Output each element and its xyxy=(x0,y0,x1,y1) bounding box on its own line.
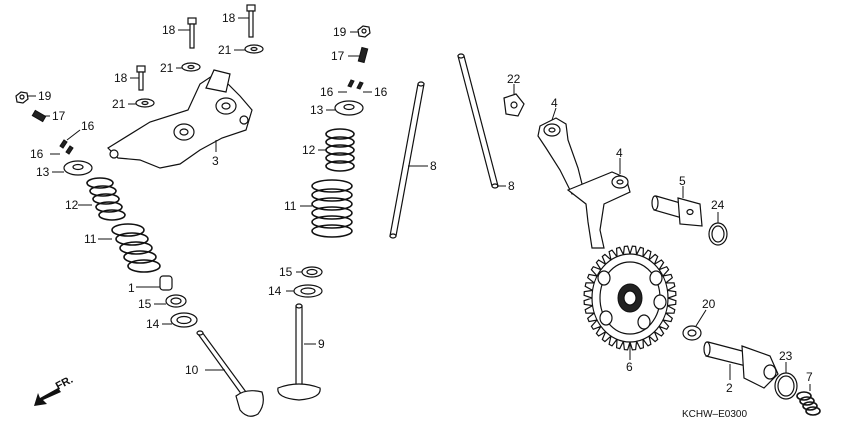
callout-retainer-13-right: 13 xyxy=(310,103,324,117)
rocker-arm-assembly xyxy=(107,69,253,169)
callout-cotter-16-right-b: 16 xyxy=(374,85,388,99)
callout-spring-7: 7 xyxy=(806,370,813,384)
adjuster-17-left xyxy=(31,109,50,123)
seat-15-left xyxy=(154,294,187,308)
callout-inner-spring-12-left: 12 xyxy=(65,198,79,212)
follower-shaft-5 xyxy=(651,186,703,227)
callout-washer-21-a: 21 xyxy=(160,61,174,75)
bolt-18-left xyxy=(130,65,146,91)
callout-outer-spring-11-left: 11 xyxy=(84,232,97,246)
callout-bolt-18-a: 18 xyxy=(162,23,176,37)
callout-seat-15-left: 15 xyxy=(138,297,152,311)
cotter-16-right xyxy=(338,79,372,93)
camshaft-gear-6 xyxy=(583,245,677,360)
callout-retainer-13-left: 13 xyxy=(36,165,50,179)
outer-spring-11-left xyxy=(98,223,161,273)
cotter-16-left xyxy=(50,129,81,155)
nut-19-right xyxy=(350,25,371,38)
spring-7 xyxy=(796,384,821,416)
nut-19-left xyxy=(15,91,36,104)
valve-10 xyxy=(196,330,264,417)
callout-inner-spring-12-right: 12 xyxy=(302,143,316,157)
callout-cotter-16-right-a: 16 xyxy=(320,85,334,99)
seat-15-right xyxy=(296,266,323,278)
callout-cam-follower-4-a: 4 xyxy=(551,96,558,110)
front-direction-arrow-icon xyxy=(34,388,61,406)
seat-14-right xyxy=(286,284,323,298)
callout-nut-19-right: 19 xyxy=(333,25,347,39)
callout-outer-spring-11-right: 11 xyxy=(284,199,297,213)
callout-follower-shaft-5: 5 xyxy=(679,174,686,188)
callout-clip-22: 22 xyxy=(507,72,521,86)
camshaft-2 xyxy=(703,341,779,389)
stem-seal-1 xyxy=(136,275,173,291)
callout-pushrod-8-b: 8 xyxy=(508,179,515,193)
pushrod-8-a xyxy=(389,81,428,239)
callout-washer-20: 20 xyxy=(702,297,716,311)
callout-cotter-16-left-b: 16 xyxy=(30,147,44,161)
washer-21-left xyxy=(128,98,155,108)
diagram-code: KCHW–E0300 xyxy=(682,409,747,420)
callout-o-ring-24: 24 xyxy=(711,198,725,212)
outer-spring-11-right xyxy=(300,179,353,238)
pushrod-8-b xyxy=(457,53,506,189)
callout-camshaft-gear-6: 6 xyxy=(626,360,633,374)
callout-cam-follower-4-b: 4 xyxy=(616,146,623,160)
callout-o-ring-23: 23 xyxy=(779,349,793,363)
callout-valve-10: 10 xyxy=(185,363,199,377)
callout-cotter-16-left-a: 16 xyxy=(81,119,95,133)
o-ring-24 xyxy=(708,212,728,246)
adjuster-17-right xyxy=(348,46,369,64)
cam-follower-4-a xyxy=(537,107,585,195)
inner-spring-12-left xyxy=(78,177,126,221)
callout-bolt-18-b: 18 xyxy=(222,11,236,25)
front-direction-label: FR. xyxy=(54,374,75,393)
cam-follower-4-b xyxy=(566,158,631,249)
callout-rocker-arm-3: 3 xyxy=(212,154,219,168)
bolt-18-a xyxy=(178,17,197,49)
callout-adjuster-17-left: 17 xyxy=(52,109,66,123)
o-ring-23 xyxy=(774,362,798,400)
callout-camshaft-2: 2 xyxy=(726,381,733,395)
callout-seat-14-right: 14 xyxy=(268,284,282,298)
callout-seat-15-right: 15 xyxy=(279,265,293,279)
inner-spring-12-right xyxy=(318,128,355,172)
callout-valve-9: 9 xyxy=(318,337,325,351)
bolt-18-b xyxy=(238,4,256,38)
callout-pushrod-8-a: 8 xyxy=(430,159,437,173)
washer-21-a xyxy=(176,62,201,72)
washer-21-b xyxy=(234,44,264,54)
seat-14-left xyxy=(162,312,198,328)
callout-adjuster-17-right: 17 xyxy=(331,49,345,63)
callout-bolt-18-left: 18 xyxy=(114,71,128,85)
callout-seat-14-left: 14 xyxy=(146,317,160,331)
clip-22 xyxy=(503,84,525,117)
retainer-13-right xyxy=(326,100,364,116)
callout-stem-seal-1: 1 xyxy=(128,281,135,295)
valve-9 xyxy=(277,303,321,401)
retainer-13-left xyxy=(52,160,93,176)
callout-nut-19-left: 19 xyxy=(38,89,52,103)
washer-20 xyxy=(682,309,707,341)
callout-washer-21-left: 21 xyxy=(112,97,126,111)
callout-washer-21-b: 21 xyxy=(218,43,232,57)
